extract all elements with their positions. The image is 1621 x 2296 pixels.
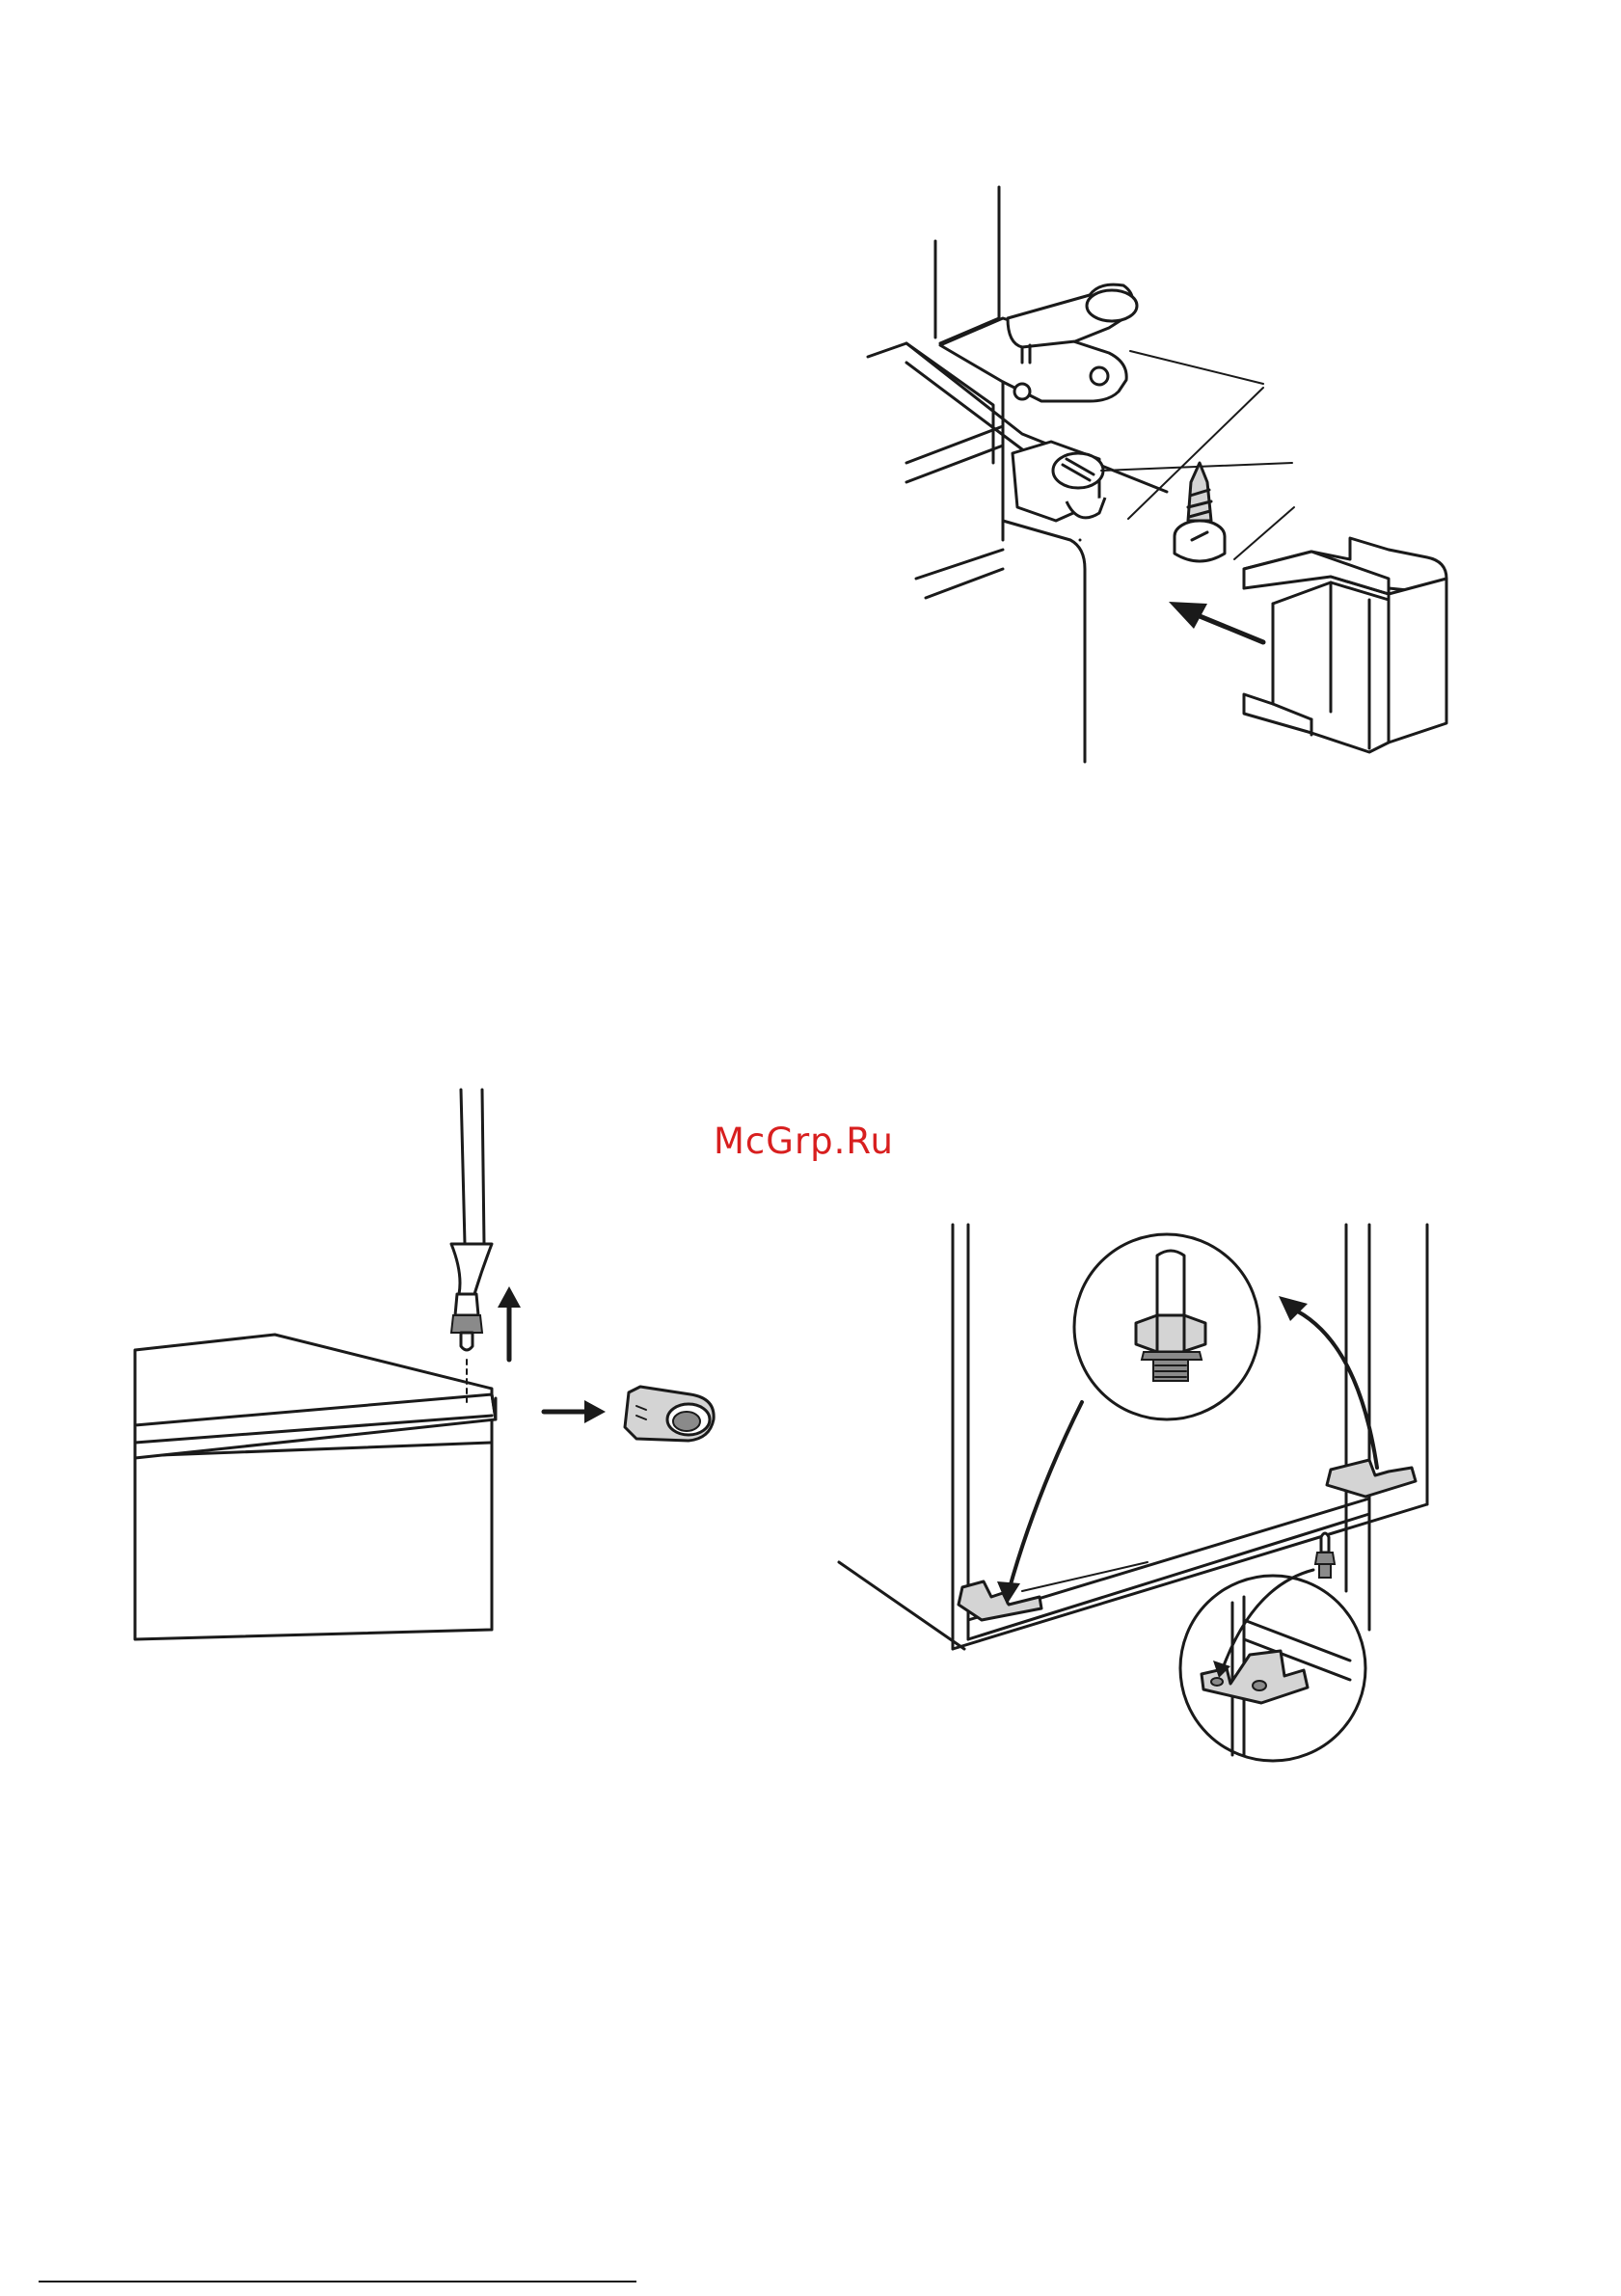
watermark-text: McGrp.Ru	[714, 1121, 926, 1162]
screwdriver-illustration	[125, 1080, 743, 1659]
hinge-cover-illustration	[849, 174, 1466, 791]
bottom-hinge-illustration	[829, 1215, 1446, 1774]
footer-rule	[39, 2281, 636, 2282]
